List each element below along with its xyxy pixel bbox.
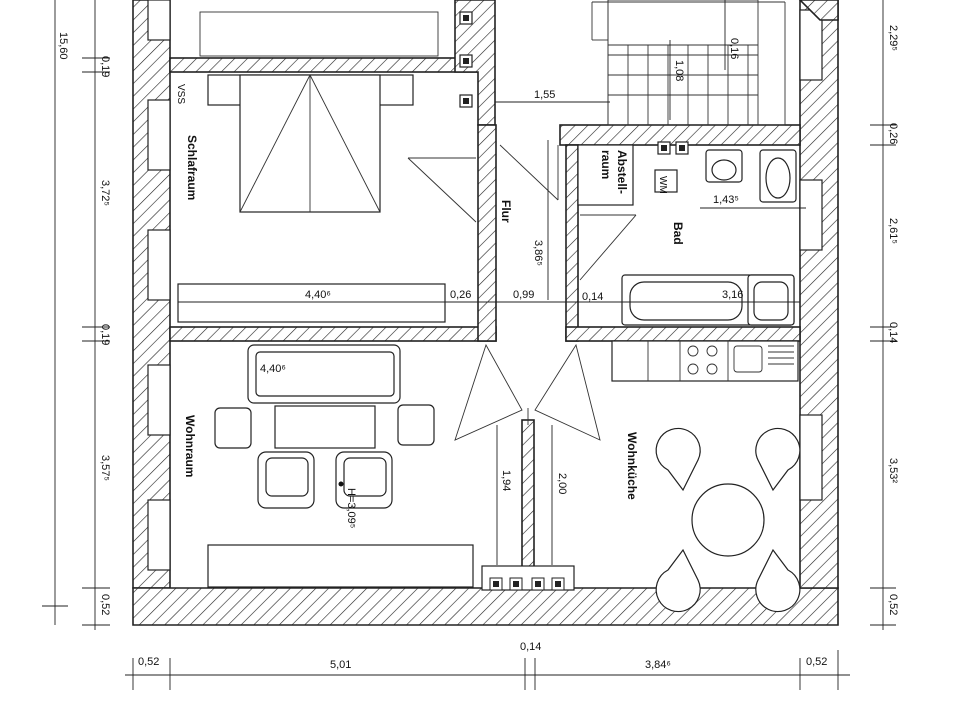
kitchen-counter — [611, 340, 799, 382]
room-label-wohnkueche: Wohnküche — [625, 432, 639, 500]
dim-bottom-4: 0,52 — [806, 656, 827, 668]
chimney-flues — [459, 11, 689, 591]
bottom-exterior-wall — [132, 587, 839, 626]
dim-wall-026: 0,26 — [450, 289, 471, 301]
dim-left-5: 0,52 — [99, 594, 111, 615]
dim-right-1: 0,26 — [887, 123, 899, 144]
schlafraum-door — [407, 157, 477, 223]
schlafraum-bed — [207, 74, 414, 213]
dim-wohn-width: 4,40⁶ — [260, 363, 286, 375]
dim-stair-width: 1,55 — [534, 89, 555, 101]
room-label-abstellraum-2: raum — [599, 150, 613, 179]
left-windows — [147, 0, 171, 571]
dim-bottom-0: 0,52 — [138, 656, 159, 668]
dim-right-0: 2,29⁵ — [887, 25, 899, 51]
dim-flur-width: 0,99 — [513, 289, 534, 301]
dim-room-height: H=3,09⁵ — [345, 488, 357, 528]
room-label-abstellraum-1: Abstell- — [615, 150, 629, 194]
dim-left-1: 0,19 — [99, 56, 111, 77]
dim-left-4: 3,57⁵ — [99, 455, 111, 481]
dining-table — [655, 427, 801, 613]
dim-bath-depth: 3,16 — [722, 289, 743, 301]
dim-bottom-3: 3,84⁶ — [645, 659, 671, 671]
dim-step-b: 0,16 — [728, 38, 740, 59]
flur-doors — [454, 144, 637, 441]
dimension-lines — [42, 0, 896, 690]
dim-right-2: 2,61⁵ — [887, 218, 899, 244]
top-room-radiator — [199, 11, 439, 57]
fixture-label-wm: WM — [657, 176, 668, 194]
room-label-schlafraum: Schlafraum — [185, 135, 199, 200]
fixture-label-vss: VSS — [175, 84, 186, 104]
wohnraum-furniture — [207, 344, 474, 588]
dimension-texts: 0,52 5,01 0,14 3,84⁶ 0,52 15,60 0,19 3,7… — [57, 25, 899, 671]
bad-fixtures — [621, 149, 797, 326]
room-label-flur: Flur — [499, 200, 513, 223]
room-label-bad: Bad — [671, 222, 685, 245]
dim-wall-014: 0,14 — [582, 291, 603, 303]
dim-left-2: 3,72⁵ — [99, 180, 111, 206]
dim-bottom-2: 0,14 — [520, 641, 541, 653]
dim-bath-width: 1,43⁵ — [713, 194, 739, 206]
dim-bottom-1: 5,01 — [330, 659, 351, 671]
dim-door-left: 1,94 — [500, 470, 512, 491]
dim-step-a: 1,08 — [673, 60, 685, 81]
room-labels: Schlafraum Wohnraum Flur Abstell- raum B… — [175, 84, 685, 500]
abstellraum — [577, 144, 678, 206]
schlafraum-wardrobe — [177, 283, 446, 323]
dim-right-3: 0,14 — [887, 322, 899, 343]
interior-walls — [169, 0, 839, 589]
staircase — [591, 0, 786, 126]
dim-left-3: 0,19 — [99, 324, 111, 345]
dim-left-0: 15,60 — [57, 32, 69, 60]
dim-flur-length: 3,86⁵ — [532, 240, 544, 266]
room-label-wohnraum: Wohnraum — [183, 415, 197, 477]
dim-schlaf-width: 4,40⁶ — [305, 289, 331, 301]
dim-right-4: 3,53² — [887, 458, 899, 483]
dim-right-5: 0,52 — [887, 594, 899, 615]
dim-door-right: 2,00 — [556, 473, 568, 494]
